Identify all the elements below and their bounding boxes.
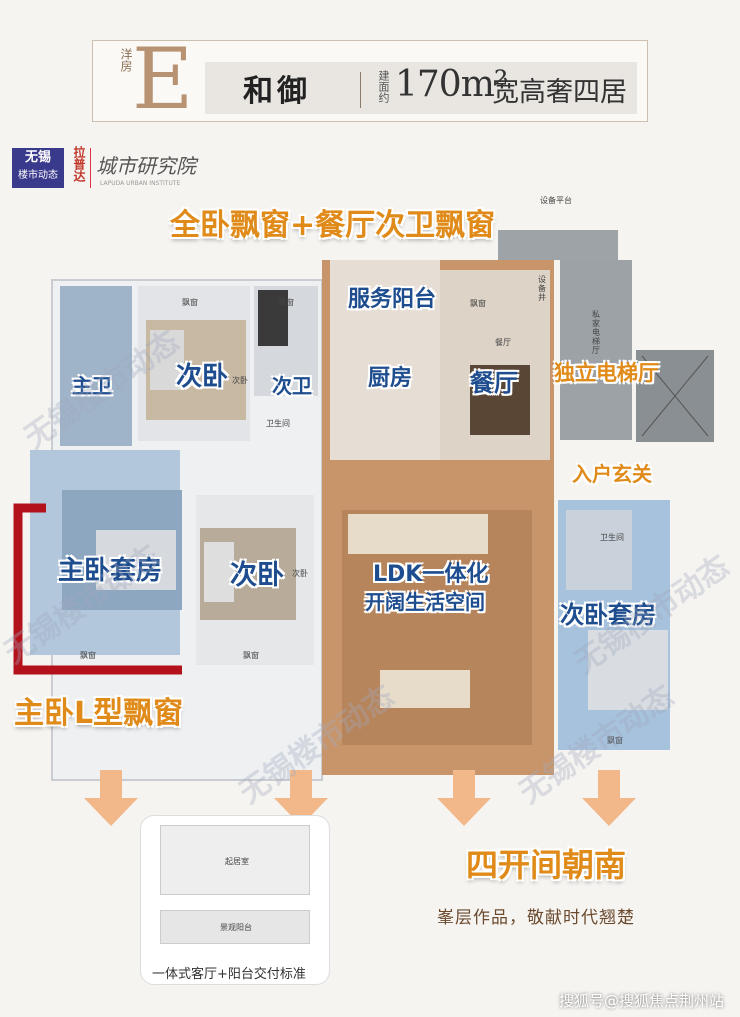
inset-living-label: 起居室 bbox=[225, 857, 249, 866]
label-pipe-well: 设备井 bbox=[538, 275, 546, 302]
institute-logo: 城市研究院 bbox=[96, 154, 196, 178]
sofa bbox=[348, 514, 488, 554]
headline: 全卧飘窗+餐厅次卫飘窗 bbox=[170, 208, 496, 243]
private-elevator-corridor bbox=[560, 260, 632, 440]
label-equip-platform: 设备平台 bbox=[540, 196, 572, 205]
label-bay-6: 飘窗 bbox=[607, 736, 623, 745]
master-bed bbox=[96, 530, 176, 590]
area-value: 170m² bbox=[395, 64, 508, 105]
second-suite-bed bbox=[588, 630, 668, 710]
header-divider bbox=[360, 72, 361, 108]
inset-balcony-label: 景观阳台 bbox=[220, 923, 252, 932]
inset-balcony bbox=[160, 910, 310, 944]
label-bedroom-mid: 次卧 bbox=[230, 560, 284, 591]
label-elevator-hall: 独立电梯厅 bbox=[554, 361, 659, 385]
label-dining: 餐厅 bbox=[470, 369, 518, 397]
logo-divider bbox=[90, 148, 91, 188]
label-private-elevator: 私家电梯厅 bbox=[592, 310, 600, 355]
arrow-3 bbox=[437, 770, 491, 826]
brand-logo: 无锡 楼市动态 bbox=[12, 148, 64, 188]
header-bar bbox=[205, 62, 637, 114]
label-ldk-line2: 开阔生活空间 bbox=[365, 590, 485, 614]
partner-tag: 拉普达 bbox=[72, 146, 86, 182]
label-bay-2: 飘窗 bbox=[278, 298, 294, 307]
bottom-brand: 搜狐号@搜狐焦点荆州站 bbox=[558, 992, 724, 1010]
sofa-bottom bbox=[380, 670, 470, 708]
inset-living bbox=[160, 825, 310, 895]
shower-top bbox=[258, 290, 288, 346]
bed-mid bbox=[204, 542, 234, 602]
label-bay-3: 飘窗 bbox=[470, 299, 486, 308]
type-tag: 洋房 bbox=[119, 48, 133, 72]
unit-letter: E bbox=[132, 30, 194, 128]
kitchen-area bbox=[330, 260, 440, 460]
label-bay-4: 飘窗 bbox=[80, 651, 96, 660]
label-wc-1: 卫生间 bbox=[266, 419, 290, 428]
label-master-bath: 主卫 bbox=[72, 374, 112, 398]
label-entrance: 入户玄关 bbox=[572, 462, 652, 486]
label-dining-small: 餐厅 bbox=[495, 338, 511, 347]
label-master-suite: 主卧套房 bbox=[58, 556, 163, 586]
slogan: 峯层作品，敬献时代翘楚 bbox=[437, 908, 635, 928]
master-bath-area bbox=[60, 286, 132, 446]
brand-line2: 楼市动态 bbox=[18, 170, 58, 181]
arrow-1 bbox=[84, 770, 138, 826]
label-second-bath: 次卫 bbox=[272, 374, 312, 398]
brand-line1: 无锡 bbox=[24, 150, 51, 165]
label-bay-1: 飘窗 bbox=[182, 298, 198, 307]
label-second-suite: 次卧套房 bbox=[560, 601, 656, 629]
equip-platform-area bbox=[498, 230, 618, 260]
institute-sub: LAPUDA URBAN INSTITUTE bbox=[100, 180, 181, 187]
bed-top bbox=[150, 330, 184, 390]
project-name: 和御 bbox=[243, 74, 311, 109]
dining-table bbox=[470, 365, 530, 435]
label-wc-2: 卫生间 bbox=[600, 533, 624, 542]
label-service-balcony: 服务阳台 bbox=[348, 287, 437, 312]
label-kitchen: 厨房 bbox=[368, 366, 413, 391]
second-suite-bath bbox=[566, 510, 632, 590]
floor-plan bbox=[13, 230, 714, 781]
label-four-bays-south: 四开间朝南 bbox=[466, 846, 627, 884]
area-label: 建面约 bbox=[377, 70, 390, 103]
label-master-bay-window: 主卧L型飘窗 bbox=[14, 696, 184, 731]
inset-caption: 一体式客厅+阳台交付标准 bbox=[152, 967, 306, 982]
l-bay-window-highlight bbox=[13, 503, 182, 675]
label-bedroom-small-1: 次卧 bbox=[232, 376, 248, 385]
label-ldk-line1: LDK一体化 bbox=[373, 562, 489, 587]
label-bedroom-top: 次卧 bbox=[176, 362, 229, 392]
arrow-2 bbox=[274, 770, 328, 826]
unit-description: 宽高奢四居 bbox=[492, 77, 627, 108]
south-arrows bbox=[84, 770, 636, 826]
label-bedroom-small-2: 次卧 bbox=[292, 569, 308, 578]
arrow-4 bbox=[582, 770, 636, 826]
label-bay-5: 飘窗 bbox=[243, 651, 259, 660]
